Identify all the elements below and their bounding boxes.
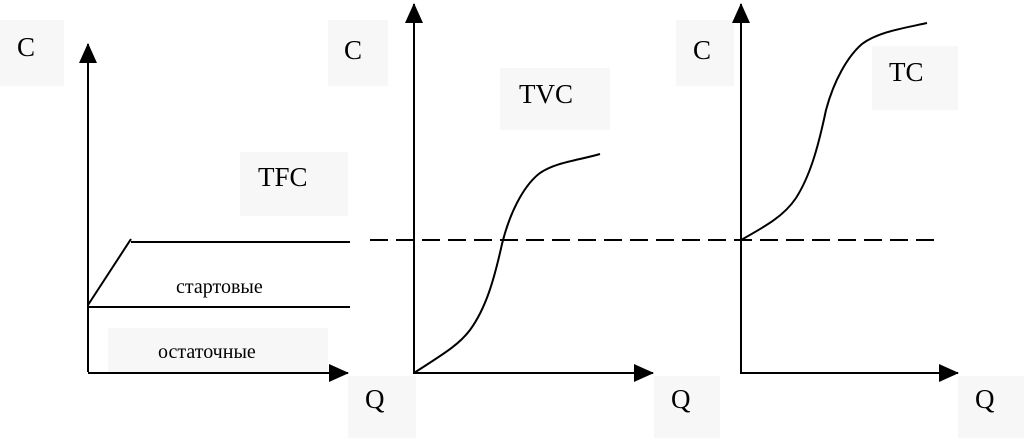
tvc-x-axis-label: Q bbox=[671, 384, 691, 414]
tvc-panel: C TVC Q bbox=[328, 3, 654, 438]
tvc-y-axis-label: C bbox=[344, 35, 362, 65]
tc-panel: C TC Q Q bbox=[654, 3, 1024, 438]
tfc-x-axis-label: Q bbox=[365, 384, 385, 414]
tc-x-axis-label: Q bbox=[975, 384, 995, 414]
tvc-x-label-bg bbox=[654, 376, 720, 438]
tc-curve bbox=[740, 22, 928, 241]
tvc-y-label-bg bbox=[328, 20, 388, 86]
tfc-y-label-bg bbox=[0, 20, 64, 86]
tfc-panel: C TFC стартовые остаточные bbox=[0, 20, 350, 382]
tvc-curve bbox=[413, 153, 601, 374]
tc-y-axis-label: C bbox=[693, 35, 711, 65]
tvc-curve-label: TVC bbox=[519, 79, 573, 109]
tfc-x-label-bg bbox=[348, 376, 416, 438]
tfc-curve-label: TFC bbox=[258, 162, 308, 192]
tfc-y-axis-label: C bbox=[17, 32, 35, 62]
tc-x-label-bg bbox=[958, 376, 1024, 438]
tfc-residual-label: остаточные bbox=[158, 341, 256, 363]
tvc-curve-label-bg bbox=[500, 68, 610, 130]
tfc-startup-label: стартовые bbox=[176, 276, 263, 298]
tfc-lower-label-bg bbox=[108, 328, 328, 372]
tc-curve-label: TC bbox=[889, 57, 924, 87]
tfc-curve-label-bg bbox=[240, 152, 348, 216]
tfc-startup-slope bbox=[87, 238, 132, 306]
tc-y-label-bg bbox=[676, 20, 734, 86]
tc-curve-label-bg bbox=[872, 46, 958, 110]
